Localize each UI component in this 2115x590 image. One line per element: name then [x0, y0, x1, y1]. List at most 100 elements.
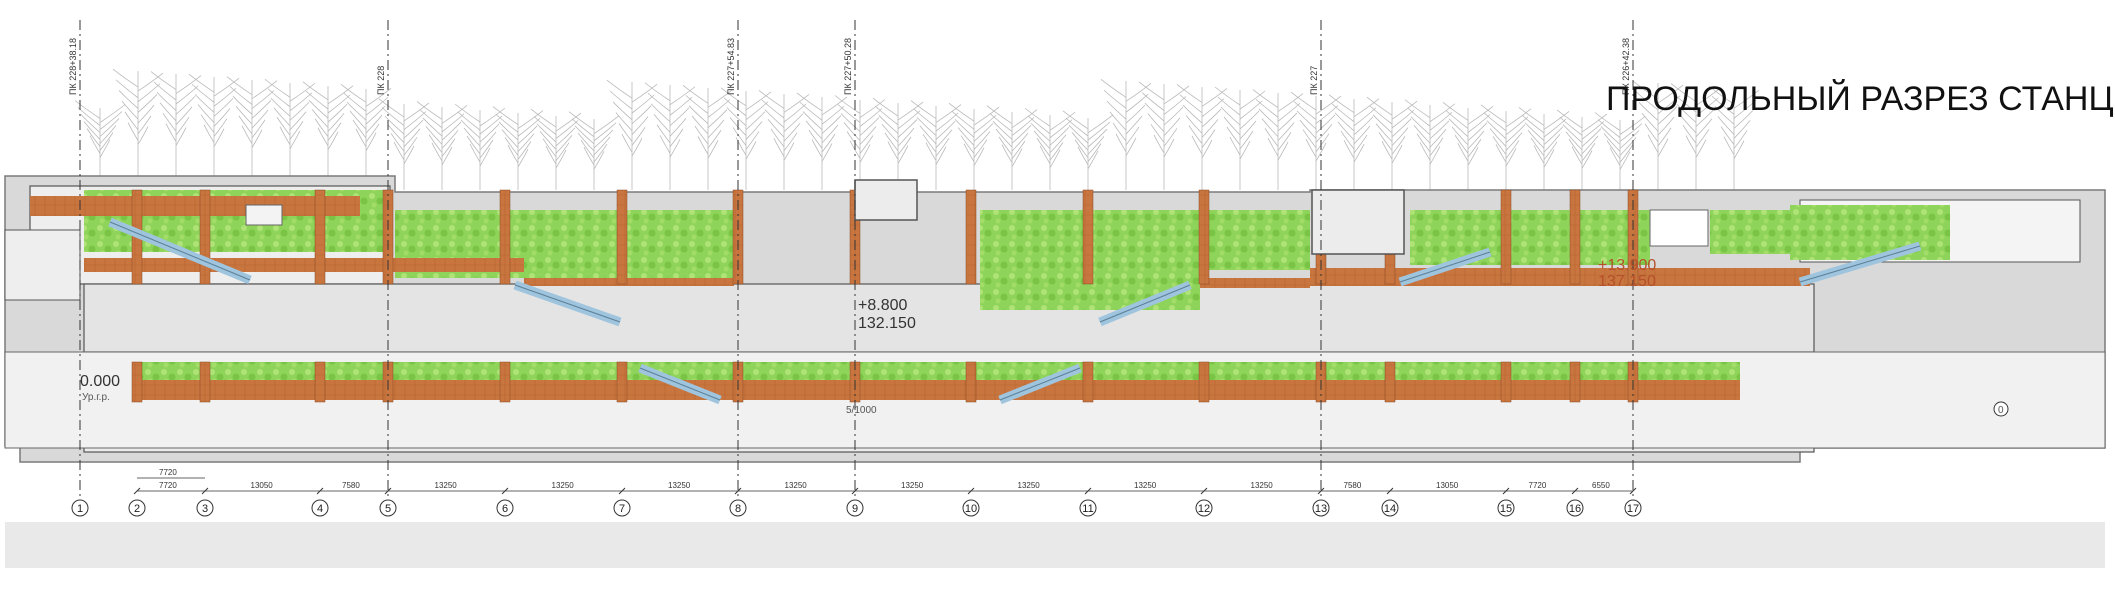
- dim-tick: [1084, 487, 1092, 495]
- axis-label: 4: [317, 503, 323, 515]
- escalator-rail: [1799, 245, 1921, 283]
- tree: [1480, 104, 1532, 190]
- drawing-title: ПРОДОЛЬНЫЙ РАЗРЕЗ СТАНЦИИ: [1606, 80, 2115, 118]
- tree: [264, 78, 316, 178]
- upper-column: [314, 189, 326, 285]
- tree: [492, 106, 544, 190]
- dim-label: 13050: [1436, 481, 1459, 490]
- tree: [796, 92, 848, 190]
- axis-label: 6: [502, 503, 508, 515]
- picket-label: ПК 227+54.83: [726, 38, 736, 95]
- terracotta-band: [84, 258, 524, 272]
- tree: [1328, 94, 1380, 190]
- vent-shaft-right: [1311, 189, 1405, 255]
- dim-label: 7580: [342, 481, 360, 490]
- escalator-rail: [639, 367, 721, 401]
- tree: [1518, 107, 1570, 190]
- dim-tick: [1386, 487, 1394, 495]
- lower-column: [1569, 361, 1581, 403]
- escalators: [108, 217, 1922, 405]
- tree: [1556, 109, 1608, 190]
- ground-level-note: Ур.г.р.: [82, 392, 110, 403]
- dim-label: 13250: [1134, 481, 1157, 490]
- axis-bubble: [1312, 499, 1330, 517]
- escalator-rail: [1099, 284, 1191, 323]
- upper-column: [199, 189, 211, 285]
- tree-line: [74, 68, 1760, 190]
- axis-bubble: [379, 499, 397, 517]
- tree: [112, 68, 164, 178]
- axis-bubble: [1497, 499, 1515, 517]
- upper-column: [1500, 189, 1512, 285]
- axis-bubble: [846, 499, 864, 517]
- lower-column: [499, 361, 511, 403]
- picket-label: ПК 228+38.18: [68, 38, 78, 95]
- lower-column: [199, 361, 211, 403]
- tree: [1442, 101, 1494, 190]
- terracotta-band: [1200, 278, 1310, 288]
- vent-shaft-center: [854, 179, 918, 221]
- lower-column: [1500, 361, 1512, 403]
- upper-level-rel: +13.900: [1598, 257, 1656, 274]
- axis-label: 1: [77, 503, 83, 515]
- axis-label: 17: [1627, 503, 1639, 515]
- tree: [1632, 80, 1684, 190]
- axis-bubble: [1079, 499, 1097, 517]
- axis-bubble: [128, 499, 146, 517]
- dim-label: 6550: [1592, 481, 1610, 490]
- axis-bubble: [1566, 499, 1584, 517]
- lower-column: [131, 361, 143, 403]
- zero-marker-label: 0: [1998, 405, 2004, 416]
- tree: [1024, 107, 1076, 190]
- axis-label: 3: [202, 503, 208, 515]
- axis-bubble: [1381, 499, 1399, 517]
- tree: [454, 103, 506, 190]
- slope-label: 5/1000: [846, 405, 877, 416]
- tree: [1594, 112, 1646, 190]
- tree: [416, 101, 468, 190]
- dim-tick: [1502, 487, 1510, 495]
- tree: [340, 84, 392, 178]
- dim-tick: [501, 487, 509, 495]
- axis-bubble: [962, 499, 980, 517]
- tree: [530, 108, 582, 190]
- axis-bubble: [729, 499, 747, 517]
- ground-level-elev: 0.000: [80, 373, 120, 390]
- tree: [188, 73, 240, 178]
- axis-bubble: [196, 499, 214, 517]
- dim-label: 13250: [901, 481, 924, 490]
- axis-bubble: [613, 499, 631, 517]
- tree: [1100, 79, 1152, 190]
- escalator-rail: [514, 284, 621, 323]
- dim-label-top: 7720: [159, 468, 177, 477]
- zero-marker: [1993, 401, 2009, 417]
- upper-column: [499, 189, 511, 285]
- dim-label: 7720: [159, 481, 177, 490]
- tree: [948, 102, 1000, 190]
- tree: [150, 71, 202, 178]
- tree: [986, 105, 1038, 190]
- tree: [302, 81, 354, 178]
- axis-label: 14: [1384, 503, 1396, 515]
- dim-label: 13250: [668, 481, 691, 490]
- terracotta-band: [140, 380, 1740, 400]
- tree: [872, 97, 924, 190]
- foliage-panel: [1410, 210, 1650, 265]
- tree: [1290, 91, 1342, 190]
- upper-column: [1082, 189, 1094, 285]
- axis-label: 15: [1500, 503, 1512, 515]
- axis-label: 9: [852, 503, 858, 515]
- picket-label: ПК 226+42.38: [1621, 38, 1631, 95]
- axis-bubble: [311, 499, 329, 517]
- tree: [1404, 99, 1456, 190]
- dim-tick: [1200, 487, 1208, 495]
- axis-bubble: [71, 499, 89, 517]
- foliage-panel: [1790, 205, 1950, 260]
- dim-tick: [734, 487, 742, 495]
- tree: [1138, 81, 1190, 190]
- escalator-rail: [999, 367, 1081, 401]
- tree: [720, 87, 772, 190]
